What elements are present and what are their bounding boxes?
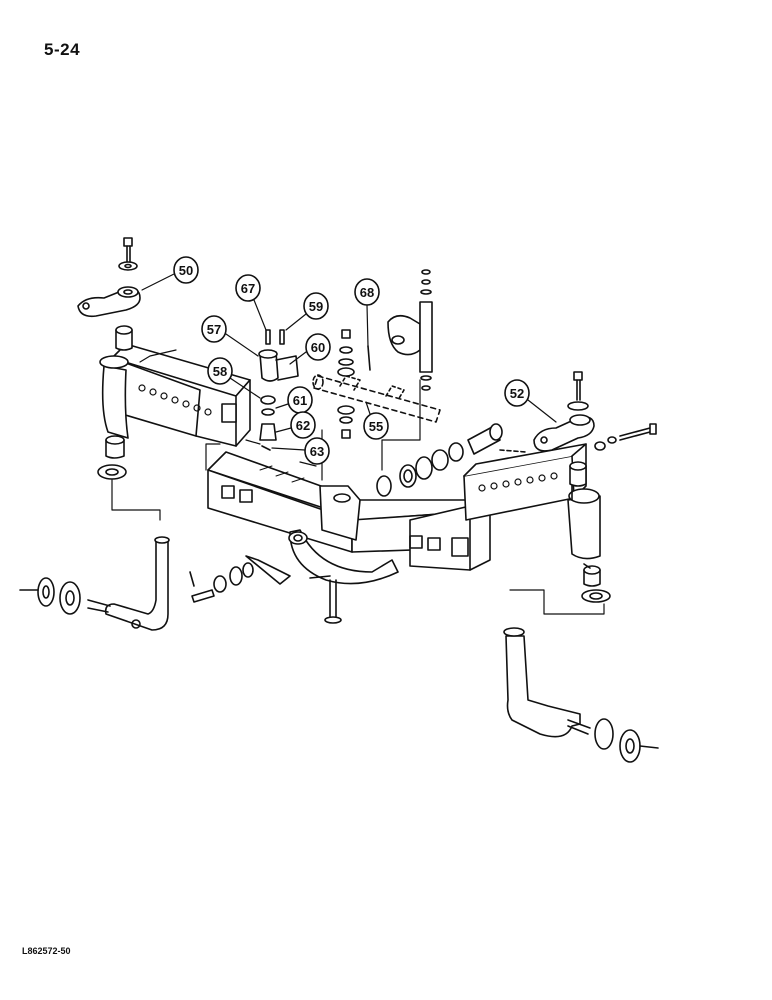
left-lower-bushing xyxy=(97,435,127,480)
figure-code: L862572-50 xyxy=(22,946,71,956)
callout-52: 52 xyxy=(504,379,557,423)
svg-text:55: 55 xyxy=(369,419,383,434)
svg-text:52: 52 xyxy=(510,386,524,401)
tie-rod-end xyxy=(258,329,299,451)
callout-57: 57 xyxy=(201,315,259,357)
callout-68: 68 xyxy=(354,278,380,347)
callout-67: 67 xyxy=(235,274,267,331)
svg-text:61: 61 xyxy=(293,393,307,408)
left-steering-arm xyxy=(77,237,141,351)
callout-60: 60 xyxy=(289,333,331,365)
right-steering-arm xyxy=(533,371,657,487)
right-spindle xyxy=(503,627,659,763)
svg-text:60: 60 xyxy=(311,340,325,355)
left-axle-extension xyxy=(99,343,251,447)
callout-59: 59 xyxy=(285,292,329,331)
svg-text:68: 68 xyxy=(360,285,374,300)
left-spindle xyxy=(19,536,170,631)
cylinder-mount-bracket xyxy=(367,269,433,391)
svg-text:63: 63 xyxy=(310,444,324,459)
pivot-bolt xyxy=(309,575,342,624)
main-axle-beam xyxy=(207,451,507,585)
right-lower-bushing xyxy=(581,563,611,603)
svg-text:58: 58 xyxy=(213,364,227,379)
callout-63: 63 xyxy=(271,437,330,465)
callout-58: 58 xyxy=(207,357,261,399)
pivot-bushings-left xyxy=(189,562,254,603)
callout-55: 55 xyxy=(363,401,389,440)
callout-50: 50 xyxy=(141,256,199,291)
steering-cylinder xyxy=(312,329,441,439)
callout-61: 61 xyxy=(275,386,313,414)
svg-text:57: 57 xyxy=(207,322,221,337)
svg-text:50: 50 xyxy=(179,263,193,278)
callout-62: 62 xyxy=(275,411,316,439)
pivot-bushings-right xyxy=(376,423,527,497)
svg-text:67: 67 xyxy=(241,281,255,296)
page-number: 5-24 xyxy=(44,40,81,59)
svg-text:59: 59 xyxy=(309,299,323,314)
svg-text:62: 62 xyxy=(296,418,310,433)
